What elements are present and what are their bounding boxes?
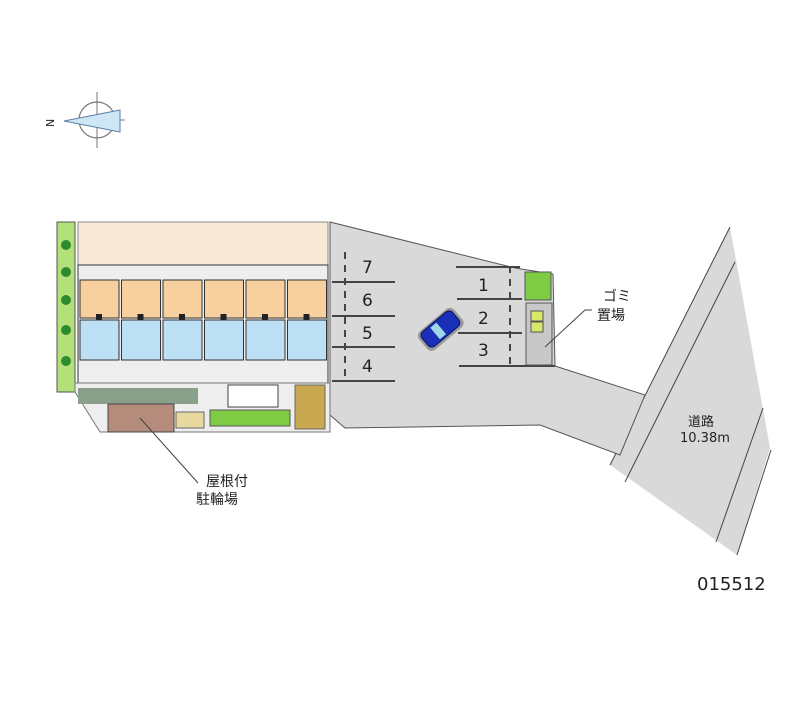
apartment-unit (121, 279, 161, 361)
property-id: 015512 (697, 574, 766, 595)
apartment-unit (79, 279, 120, 361)
apartment-unit (204, 279, 244, 361)
apartment-unit (245, 279, 286, 361)
svg-text:6: 6 (362, 291, 373, 311)
apartment-unit (287, 279, 327, 361)
apartment-building (56, 221, 331, 484)
stairs (227, 384, 279, 408)
apartment-unit (162, 279, 203, 361)
svg-text:駐輪場: 駐輪場 (196, 491, 238, 508)
svg-text:4: 4 (362, 357, 373, 377)
svg-text:7: 7 (362, 258, 373, 278)
svg-text:5: 5 (362, 324, 373, 344)
svg-text:ゴミ: ゴミ (603, 288, 631, 305)
svg-text:置場: 置場 (597, 308, 625, 324)
parking-lot: 7 6 5 4 1 2 3 (329, 221, 646, 456)
svg-text:3: 3 (478, 341, 489, 361)
car-icon (417, 307, 464, 351)
svg-text:10.38m: 10.38m (680, 431, 730, 446)
svg-text:屋根付: 屋根付 (206, 474, 248, 490)
green-area (524, 271, 552, 301)
bike-shed (107, 403, 175, 433)
svg-text:N: N (44, 119, 57, 127)
svg-text:2: 2 (478, 309, 489, 329)
svg-text:1: 1 (478, 276, 489, 296)
compass-icon: N (44, 92, 125, 148)
svg-text:道路: 道路 (688, 414, 714, 430)
